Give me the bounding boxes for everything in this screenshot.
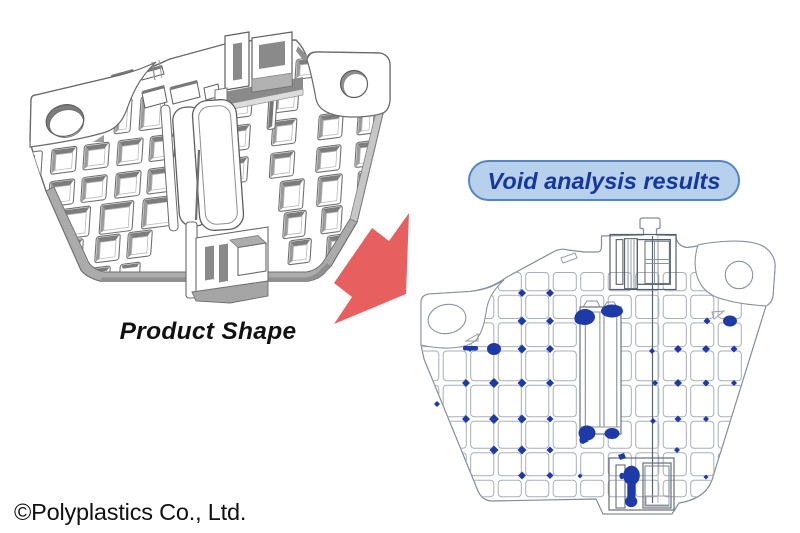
- svg-text:Void analysis results: Void analysis results: [488, 168, 721, 194]
- svg-text:Product Shape: Product Shape: [120, 318, 297, 345]
- svg-text:©Polyplastics Co., Ltd.: ©Polyplastics Co., Ltd.: [14, 499, 246, 525]
